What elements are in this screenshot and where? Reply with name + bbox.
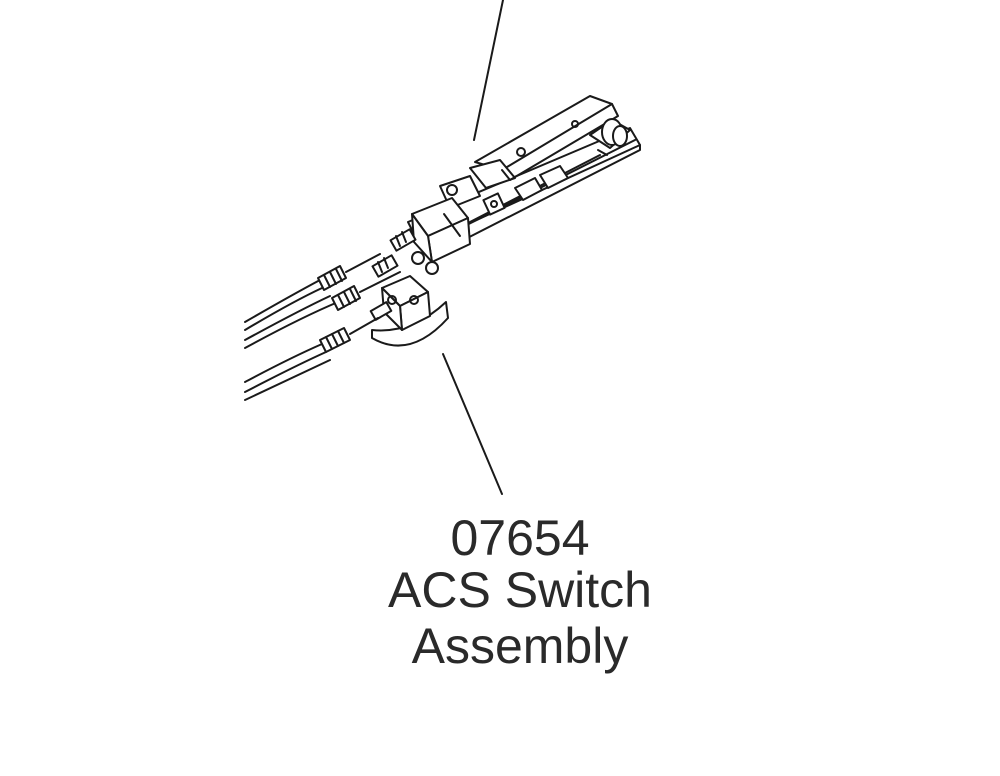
central-switch-box <box>411 197 471 263</box>
end-switch-block <box>589 118 631 156</box>
rail-mounted-components <box>439 165 569 216</box>
part-number-label: 07654 <box>450 510 590 566</box>
lower-switch-with-cam <box>369 275 449 347</box>
actuator-lever-plate <box>469 95 619 189</box>
part-name-line-1: ACS Switch <box>388 562 652 618</box>
lower-leader-line <box>442 353 503 495</box>
cable-bundle <box>244 253 401 401</box>
upper-leader-line <box>473 0 504 141</box>
part-name-line-2: Assembly <box>411 618 629 674</box>
wire-connectors-center <box>371 228 439 278</box>
